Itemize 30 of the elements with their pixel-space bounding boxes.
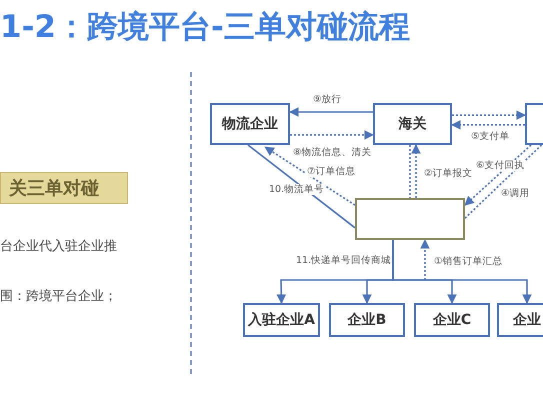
dotted-arrow: [264, 146, 356, 206]
arrow: [289, 107, 373, 117]
edge-label: 10.物流单号: [268, 184, 326, 195]
dotted-arrow: [451, 120, 525, 130]
empty-box: [355, 198, 465, 240]
process-box: 入驻企业A: [243, 303, 320, 337]
edge-label: ⑦订单信息: [306, 166, 357, 177]
arrow: [392, 240, 532, 304]
dotted-arrow: [452, 110, 526, 120]
dotted-arrow: [420, 239, 430, 280]
process-box: 企业C: [414, 303, 490, 337]
edge-label: ④调用: [500, 188, 531, 199]
edge-label: ⑧物流信息、清关: [292, 147, 373, 158]
edge-label: ⑥支付回执: [475, 160, 526, 171]
edge-label: ⑤支付单: [470, 131, 511, 142]
dotted-arrow: [464, 144, 532, 206]
edge-label: 11.快递单号回传商城: [295, 255, 392, 266]
dotted-arrow: [411, 144, 421, 198]
process-box: 企业B: [329, 303, 405, 337]
edge-label: ⑨放行: [312, 94, 343, 105]
process-box: 企业: [497, 303, 543, 337]
banner: 关三单对碰: [0, 172, 128, 204]
note-text: 台企业代入驻企业推: [0, 238, 117, 255]
process-box: 海关: [373, 103, 452, 145]
edge-label: ②订单报文: [423, 168, 474, 179]
dotted-arrow: [290, 130, 374, 140]
edge-label: ①销售订单汇总: [433, 256, 504, 267]
note-text: 围：跨境平台企业；: [0, 288, 117, 305]
process-box: 物流企业: [210, 103, 290, 145]
title: 1-2：跨境平台-三单对碰流程: [0, 8, 410, 47]
